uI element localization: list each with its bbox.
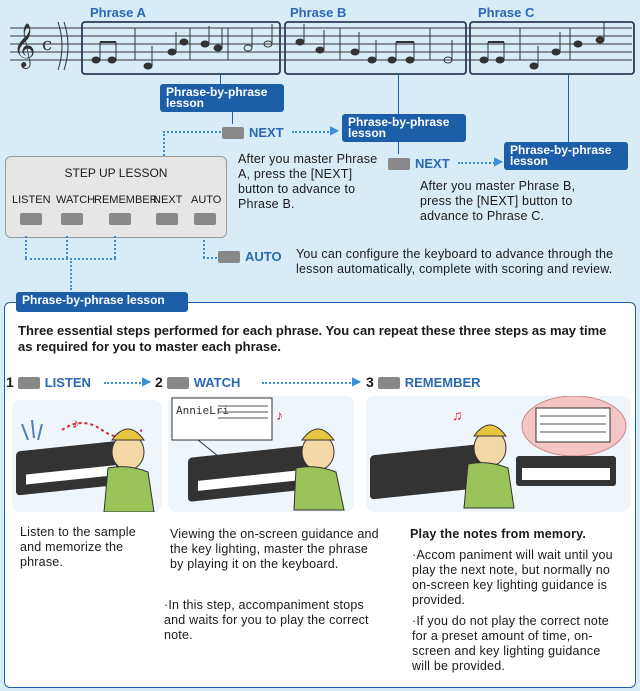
watch-button[interactable] bbox=[61, 213, 83, 225]
lesson-tag-b: Phrase-by-phrase lesson bbox=[342, 114, 466, 142]
auto-description: You can configure the keyboard to advanc… bbox=[296, 247, 614, 276]
phrase-a-label: Phrase A bbox=[90, 5, 146, 20]
lesson-tag-a: Phrase-by-phrase lesson bbox=[160, 84, 284, 112]
panel-label-next: NEXT bbox=[153, 194, 183, 206]
step-up-lesson-panel: STEP UP LESSON LISTEN WATCH REMEMBER NEX… bbox=[5, 156, 227, 238]
step2-header: 2 WATCH bbox=[155, 374, 241, 390]
next-step-1: NEXT bbox=[222, 124, 284, 142]
watch-button-icon[interactable] bbox=[166, 377, 189, 390]
next1-description: After you master Phrase A, press the [NE… bbox=[238, 152, 378, 211]
connector-c bbox=[568, 74, 569, 142]
auto-step: AUTO bbox=[218, 248, 282, 266]
screen-text: AnnieLri bbox=[176, 404, 229, 417]
next-button-icon[interactable] bbox=[388, 157, 410, 170]
panel-label-remember: REMEMBER bbox=[94, 194, 158, 206]
connector-b bbox=[398, 74, 399, 114]
step3-text: Play the notes from memory. bbox=[410, 527, 587, 541]
remember-button-icon[interactable] bbox=[377, 377, 400, 390]
panel-label-watch: WATCH bbox=[56, 194, 96, 206]
remember-illustration: ♫ bbox=[366, 396, 630, 512]
next-step-2: NEXT bbox=[388, 155, 450, 173]
treble-clef-icon: 𝄞 bbox=[13, 23, 35, 69]
step3-note2: ·If you do not play the correct note for… bbox=[412, 614, 609, 673]
section-tag: Phrase-by-phrase lesson bbox=[16, 292, 188, 312]
common-time-icon: c bbox=[42, 34, 52, 55]
phrase-b-label: Phrase B bbox=[290, 5, 347, 20]
next2-description: After you master Phrase B, press the [NE… bbox=[420, 179, 576, 223]
listen-button[interactable] bbox=[20, 213, 42, 225]
auto-button-icon[interactable] bbox=[218, 250, 240, 263]
auto-button[interactable] bbox=[194, 213, 216, 225]
arrow-right-icon: ▶ bbox=[494, 154, 504, 168]
next-button-icon[interactable] bbox=[222, 126, 244, 139]
remember-button[interactable] bbox=[109, 213, 131, 225]
panel-label-auto: AUTO bbox=[191, 194, 222, 206]
panel-title: STEP UP LESSON bbox=[64, 166, 168, 180]
step1-text: Listen to the sample and memorize the ph… bbox=[20, 525, 136, 569]
phrase-c-label: Phrase C bbox=[478, 5, 535, 20]
step2-text: Viewing the on-screen guidance and the k… bbox=[170, 527, 379, 571]
step3-header: 3 REMEMBER bbox=[366, 374, 481, 390]
watch-illustration: AnnieLri ♪ bbox=[168, 396, 354, 512]
svg-text:♪: ♪ bbox=[276, 407, 283, 423]
panel-label-listen: LISTEN bbox=[12, 194, 51, 206]
section-intro: Three essential steps performed for each… bbox=[18, 323, 607, 354]
arrow-right-icon: ▶ bbox=[142, 374, 152, 388]
arrow-right-icon: ▶ bbox=[330, 123, 340, 137]
step2-note: ·In this step, accompaniment stops and w… bbox=[164, 598, 369, 642]
arrow-right-icon: ▶ bbox=[352, 374, 362, 388]
next-button[interactable] bbox=[156, 213, 178, 225]
connector-a bbox=[220, 74, 221, 84]
step1-header: 1 LISTEN bbox=[6, 374, 91, 390]
listen-illustration: ♪♫ bbox=[12, 400, 162, 512]
lesson-tag-c: Phrase-by-phrase lesson bbox=[504, 142, 628, 170]
svg-text:♪: ♪ bbox=[72, 415, 79, 431]
listen-button-icon[interactable] bbox=[17, 377, 40, 390]
music-staff: 𝄞 c bbox=[10, 21, 635, 75]
step3-note1: ·Accom paniment will wait until you play… bbox=[412, 548, 613, 607]
svg-text:♫: ♫ bbox=[452, 407, 463, 423]
